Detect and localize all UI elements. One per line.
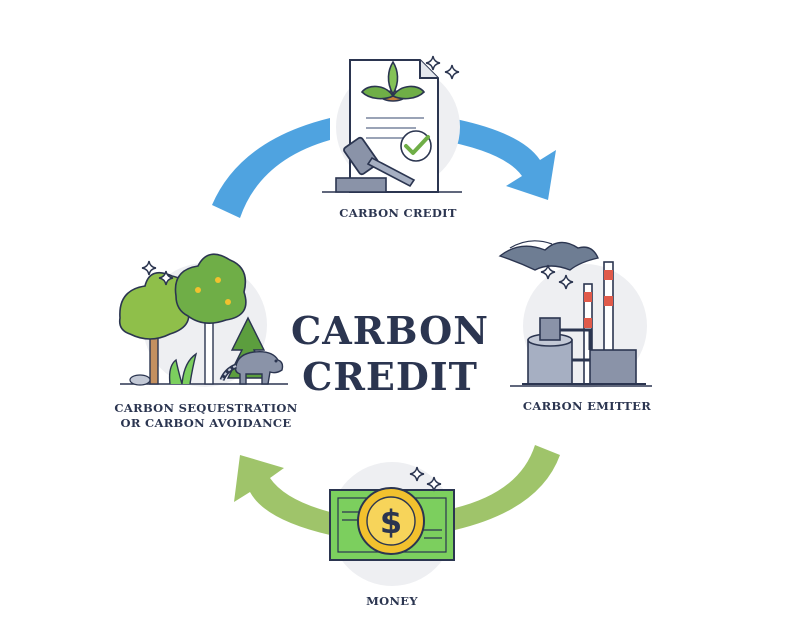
raccoon-icon [219,350,284,385]
svg-text:$: $ [380,503,402,541]
node-carbon-emitter [498,240,652,388]
smoke [498,241,599,271]
gavel-icon [335,136,416,193]
factory-icon [498,240,646,385]
label-carbon-emitter: CARBON EMITTER [522,399,652,413]
title-line-2: CREDIT [302,354,478,399]
sparkle-icon [444,64,460,80]
label-money: MONEY [366,594,418,608]
node-sequestration [118,253,288,387]
arrow-top-blue [212,116,556,218]
page-title: CARBON CREDIT [270,308,510,400]
checkmark-icon [400,130,432,162]
node-carbon-credit [322,55,462,193]
node-money: $ [329,462,455,586]
title-line-1: CARBON [291,308,489,353]
label-carbon-credit: CARBON CREDIT [339,206,457,220]
arrow-bottom-green [234,445,560,535]
label-sequestration-line-1: CARBON SEQUESTRATION [114,401,298,415]
label-sequestration-line-2: OR CARBON AVOIDANCE [120,416,292,430]
label-sequestration: CARBON SEQUESTRATION OR CARBON AVOIDANCE [96,401,316,431]
dollar-coin-icon: $ [357,487,425,555]
